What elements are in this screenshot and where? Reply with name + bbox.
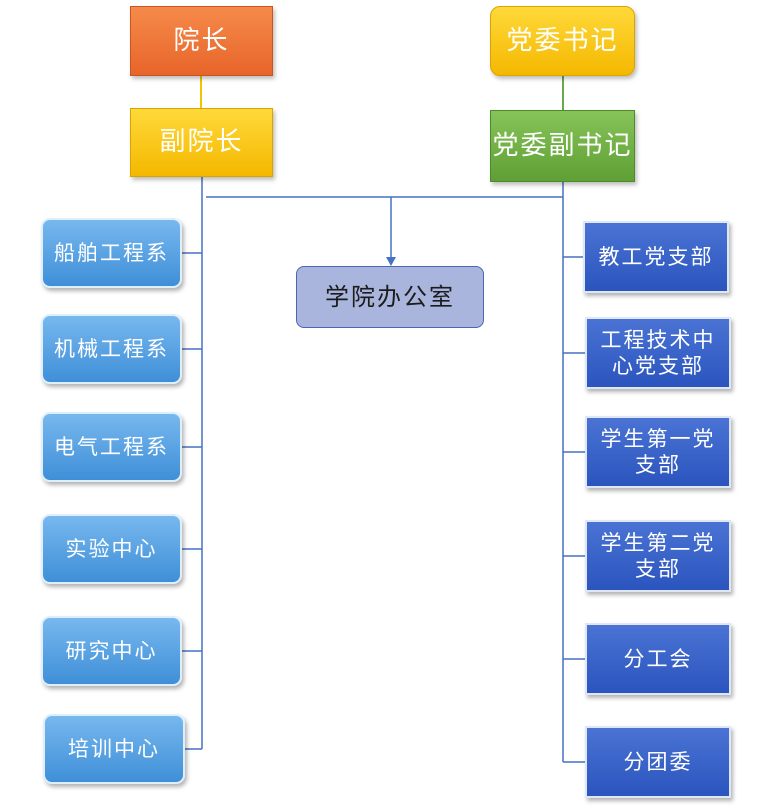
dean-box: 院长 (130, 6, 273, 76)
vice-dean-label: 副院长 (159, 127, 244, 158)
right-unit-line1: 学生第二党 (600, 530, 716, 555)
right-unit-3: 学生第一党 支部 (585, 416, 731, 488)
party-secretary-label: 党委书记 (506, 25, 619, 56)
college-office-label: 学院办公室 (325, 283, 455, 311)
right-unit-line1: 教工党支部 (598, 244, 714, 269)
right-unit-line1: 分工会 (623, 646, 693, 671)
vice-dean-box: 副院长 (130, 108, 273, 177)
left-unit-label: 实验中心 (65, 536, 158, 561)
deputy-party-secretary-label: 党委副书记 (492, 130, 633, 161)
left-unit-label: 研究中心 (65, 638, 158, 663)
left-unit-3: 电气工程系 (41, 412, 182, 482)
right-unit-1: 教工党支部 (583, 221, 729, 293)
arrowhead-office (386, 257, 396, 266)
left-unit-label: 机械工程系 (54, 336, 169, 361)
left-unit-1: 船舶工程系 (41, 218, 182, 288)
right-unit-line2: 心党支部 (612, 354, 704, 378)
left-unit-5: 研究中心 (41, 616, 182, 686)
right-unit-line1: 工程技术中 (600, 327, 716, 352)
college-office-box: 学院办公室 (296, 266, 484, 328)
right-unit-2: 工程技术中 心党支部 (585, 317, 731, 389)
right-unit-4: 学生第二党 支部 (585, 520, 731, 592)
left-unit-label: 船舶工程系 (54, 240, 169, 265)
right-unit-line2: 支部 (635, 557, 681, 581)
party-secretary-box: 党委书记 (490, 6, 635, 76)
right-unit-line1: 分团委 (623, 749, 693, 774)
left-unit-6: 培训中心 (43, 714, 185, 784)
left-unit-2: 机械工程系 (41, 314, 182, 384)
right-unit-line1: 学生第一党 (600, 426, 716, 451)
right-unit-6: 分团委 (585, 726, 731, 798)
left-unit-label: 电气工程系 (54, 434, 169, 459)
dean-label: 院长 (173, 25, 230, 56)
deputy-party-secretary-box: 党委副书记 (490, 110, 635, 182)
left-unit-label: 培训中心 (68, 736, 160, 761)
right-unit-5: 分工会 (585, 623, 731, 695)
right-unit-line2: 支部 (635, 453, 681, 477)
left-unit-4: 实验中心 (41, 514, 182, 584)
